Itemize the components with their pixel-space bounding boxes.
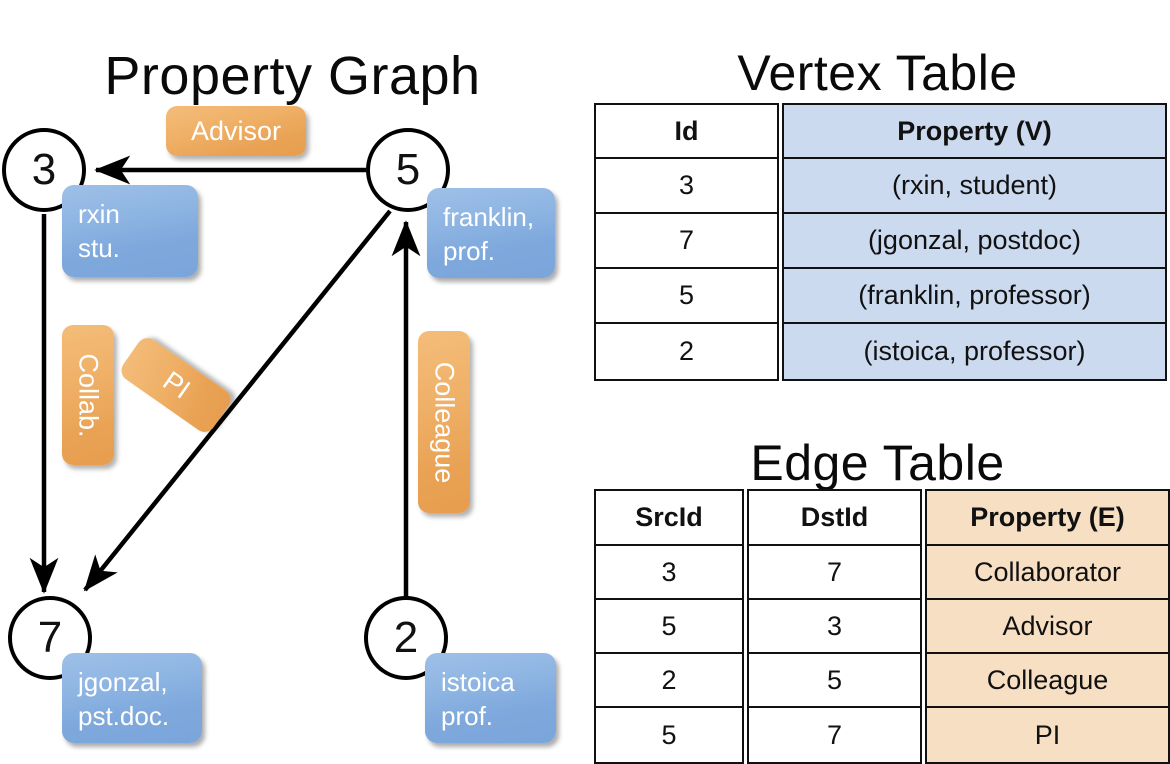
vertex-prop-box-3-line2: stu. bbox=[78, 233, 120, 263]
page-title-property-graph: Property Graph bbox=[104, 46, 481, 107]
vertex-table: Id 3 7 5 2 Property (V) (rxin, student) … bbox=[594, 103, 1167, 381]
edge-table-row: 5 bbox=[749, 654, 920, 708]
edge-table-column-srcid: SrcId 3 5 2 5 bbox=[594, 489, 744, 764]
edge-table-row: 7 bbox=[826, 719, 843, 750]
edge-label-collab-text: Collab. bbox=[73, 352, 104, 438]
graph-node-7-label: 7 bbox=[37, 613, 63, 662]
graph-node-2[interactable]: 2 bbox=[364, 596, 448, 680]
vertex-table-header-id: Id bbox=[596, 105, 777, 159]
edge-table-row: 2 bbox=[596, 654, 742, 708]
edge-label-pi-text: PI bbox=[157, 364, 196, 405]
edge-table-column-property: Property (E) Collaborator Advisor Collea… bbox=[925, 489, 1170, 764]
vertex-prop-box-2-line1: istoica bbox=[441, 667, 515, 697]
vertex-table-row: 3 bbox=[596, 159, 777, 214]
page-title-edge-table: Edge Table bbox=[750, 434, 1005, 491]
edge-table-row: 3 bbox=[596, 546, 742, 600]
vertex-table-row: 7 bbox=[596, 214, 777, 269]
vertex-prop-box-3-line1: rxin bbox=[78, 199, 120, 229]
vertex-table-row: (rxin, student) bbox=[784, 159, 1165, 214]
edge-label-advisor: Advisor bbox=[166, 106, 306, 156]
edge-table-header-dstid: DstId bbox=[749, 491, 920, 546]
edge-table-row: Advisor bbox=[927, 600, 1168, 654]
edge-table-row: 5 bbox=[596, 600, 742, 654]
edge-table-header-property: Property (E) bbox=[927, 491, 1168, 546]
vertex-table-row: (franklin, professor) bbox=[784, 269, 1165, 324]
vertex-table-row: (istoica, professor) bbox=[863, 336, 1086, 366]
vertex-table-row: 2 bbox=[678, 336, 695, 366]
edge-table-row: Colleague bbox=[927, 654, 1168, 708]
graph-node-3-label: 3 bbox=[31, 145, 57, 194]
vertex-prop-box-7: jgonzal, pst.doc. bbox=[62, 653, 202, 743]
graph-node-5-label: 5 bbox=[395, 145, 421, 194]
vertex-prop-box-7-line2: pst.doc. bbox=[78, 701, 170, 731]
vertex-prop-box-3: rxin stu. bbox=[62, 185, 198, 277]
vertex-prop-box-7-line1: jgonzal, bbox=[78, 667, 168, 697]
edge-table-row: 3 bbox=[749, 600, 920, 654]
graph-node-5[interactable]: 5 bbox=[366, 128, 450, 212]
vertex-table-row: 5 bbox=[596, 269, 777, 324]
edge-label-colleague: Colleague bbox=[418, 331, 470, 513]
edge-label-colleague-text: Colleague bbox=[429, 361, 460, 483]
property-graph-pane: Property Graph 3 5 7 2 rxin stu. frankli bbox=[0, 0, 585, 760]
vertex-prop-box-2-line2: prof. bbox=[441, 701, 494, 731]
vertex-prop-box-5-line2: prof. bbox=[443, 236, 496, 266]
vertex-prop-box-5: franklin, prof. bbox=[427, 188, 555, 278]
edge-table: SrcId 3 5 2 5 DstId 7 3 5 7 Property (E)… bbox=[594, 489, 1170, 764]
edge-5-to-7 bbox=[83, 209, 392, 592]
vertex-table-column-id: Id 3 7 5 2 bbox=[594, 103, 779, 381]
graph-node-2-label: 2 bbox=[393, 613, 419, 662]
edge-table-header-srcid: SrcId bbox=[596, 491, 742, 546]
edge-label-collab: Collab. bbox=[62, 325, 114, 465]
vertex-table-header-property: Property (V) bbox=[784, 105, 1165, 159]
edge-table-row: Collaborator bbox=[927, 546, 1168, 600]
edge-table-row: PI bbox=[1034, 719, 1061, 750]
graph-edges-layer bbox=[29, 155, 421, 598]
edge-label-advisor-text: Advisor bbox=[190, 115, 282, 146]
vertex-table-row: (jgonzal, postdoc) bbox=[784, 214, 1165, 269]
vertex-table-column-property: Property (V) (rxin, student) (jgonzal, p… bbox=[782, 103, 1167, 381]
vertex-prop-box-2: istoica prof. bbox=[425, 653, 556, 743]
page-title-vertex-table: Vertex Table bbox=[737, 44, 1018, 101]
edge-table-column-dstid: DstId 7 3 5 7 bbox=[747, 489, 922, 764]
edge-table-row: 5 bbox=[661, 719, 677, 750]
edge-table-row: 7 bbox=[749, 546, 920, 600]
vertex-prop-box-5-line1: franklin, bbox=[443, 202, 535, 232]
